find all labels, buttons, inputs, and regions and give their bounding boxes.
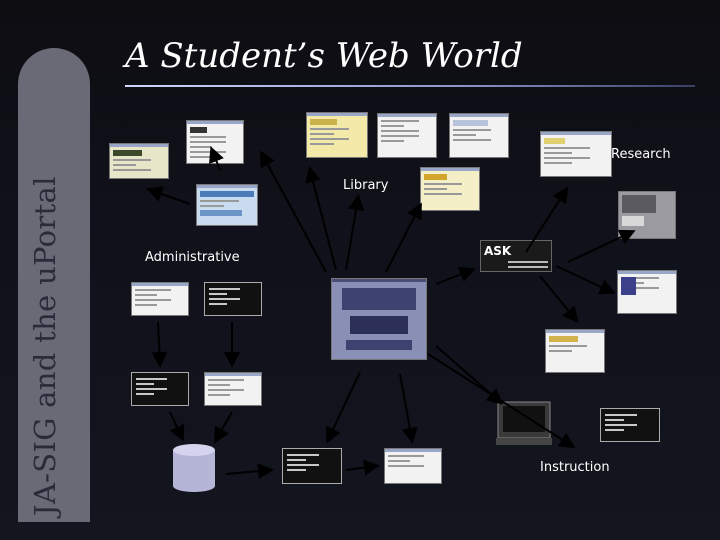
connection-arrows xyxy=(0,0,720,540)
